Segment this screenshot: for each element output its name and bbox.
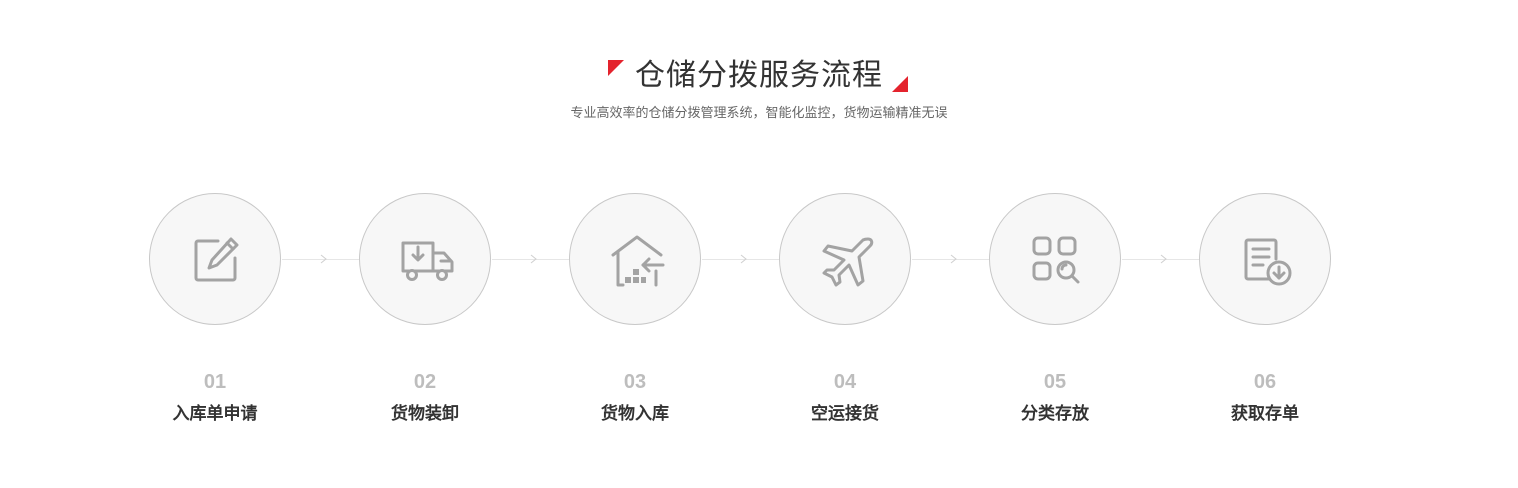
chevron-right-icon — [1160, 254, 1167, 264]
flow-connector — [492, 259, 569, 260]
step-label: 入库单申请 — [172, 404, 258, 424]
category-search-icon — [1032, 236, 1080, 284]
process-step: 03 货物入库 — [569, 193, 703, 424]
edit-document-icon — [194, 237, 239, 282]
section-title: 仓储分拨服务流程 — [635, 58, 883, 93]
step-label: 空运接货 — [811, 404, 879, 424]
step-circle — [989, 193, 1121, 325]
flow-connector — [912, 259, 989, 260]
step-circle — [569, 193, 701, 325]
step-label: 货物入库 — [601, 404, 669, 424]
document-download-icon — [1244, 238, 1292, 286]
corner-triangle-icon — [892, 76, 908, 92]
warehouse-inbound-icon — [611, 235, 665, 287]
step-label: 获取存单 — [1231, 404, 1299, 424]
chevron-right-icon — [530, 254, 537, 264]
process-step: 05 分类存放 — [989, 193, 1123, 424]
flow-connector — [702, 259, 779, 260]
corner-triangle-icon — [608, 60, 624, 76]
step-number: 06 — [1253, 371, 1277, 393]
step-number: 02 — [413, 371, 437, 393]
process-step: 04 空运接货 — [779, 193, 913, 424]
process-step: 02 货物装卸 — [359, 193, 493, 424]
step-circle — [1199, 193, 1331, 325]
chevron-right-icon — [950, 254, 957, 264]
flow-connector — [282, 259, 359, 260]
step-circle — [149, 193, 281, 325]
step-circle — [359, 193, 491, 325]
step-number: 05 — [1043, 371, 1067, 393]
step-number: 01 — [203, 371, 227, 393]
chevron-right-icon — [740, 254, 747, 264]
section-subtitle: 专业高效率的仓储分拨管理系统，智能化监控，货物运输精准无误 — [570, 106, 948, 121]
chevron-right-icon — [320, 254, 327, 264]
step-label: 分类存放 — [1021, 404, 1089, 424]
delivery-truck-icon — [401, 241, 454, 281]
process-step: 01 入库单申请 — [149, 193, 283, 424]
step-circle — [779, 193, 911, 325]
step-label: 货物装卸 — [391, 404, 459, 424]
step-number: 04 — [833, 371, 857, 393]
process-step: 06 获取存单 — [1199, 193, 1333, 424]
flow-connector — [1122, 259, 1199, 260]
step-number: 03 — [623, 371, 647, 393]
airplane-icon — [822, 237, 874, 287]
